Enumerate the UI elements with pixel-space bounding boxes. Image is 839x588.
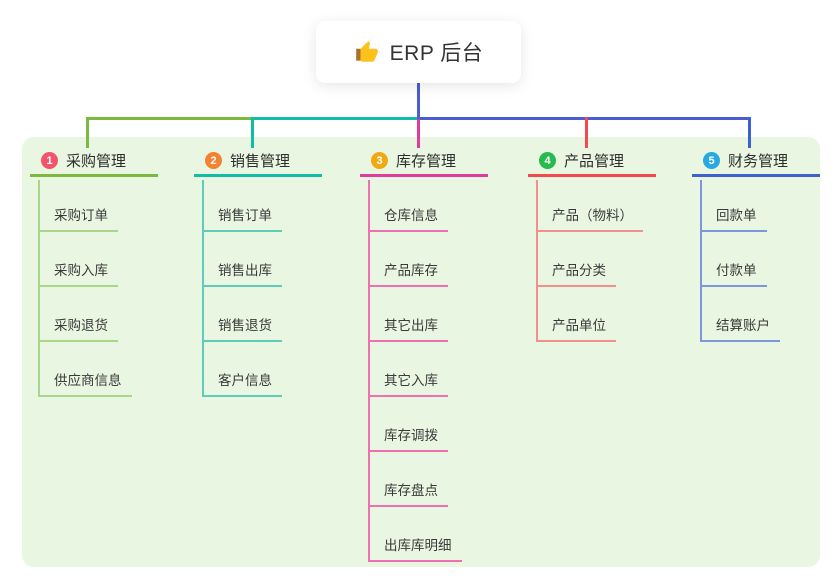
branch-spine-line xyxy=(368,180,370,561)
leaf-node[interactable]: 其它出库 xyxy=(368,317,448,342)
leaf-node[interactable]: 销售出库 xyxy=(202,262,282,287)
branch-spine-line xyxy=(202,180,204,396)
branch-node-label: 采购管理 xyxy=(66,153,127,170)
connector-drop-product xyxy=(585,117,588,148)
connector-drop-sales xyxy=(251,117,254,148)
leaf-node[interactable]: 产品库存 xyxy=(368,262,448,287)
branch-node-label: 库存管理 xyxy=(396,153,457,170)
connector-drop-inventory xyxy=(417,119,420,148)
number-badge: 3 xyxy=(371,152,388,169)
leaf-node[interactable]: 结算账户 xyxy=(700,317,780,342)
leaf-node[interactable]: 产品（物料） xyxy=(536,207,643,232)
number-badge: 1 xyxy=(41,152,58,169)
branch-spine-line xyxy=(536,180,538,341)
number-badge: 5 xyxy=(703,152,720,169)
branch-spine-line xyxy=(38,180,40,396)
branch-node-label: 财务管理 xyxy=(728,153,789,170)
number-badge: 2 xyxy=(205,152,222,169)
leaf-node[interactable]: 仓库信息 xyxy=(368,207,448,232)
branch-column-purchase: 1 采购管理 采购订单 采购入库 采购退货 供应商信息 xyxy=(30,147,180,397)
branch-column-finance: 5 财务管理 回款单 付款单 结算账户 xyxy=(692,147,839,342)
thumbs-up-icon xyxy=(354,39,380,65)
branch-node-purchase[interactable]: 1 采购管理 xyxy=(30,147,158,177)
leaf-node[interactable]: 客户信息 xyxy=(202,372,282,397)
connector-bus-sales xyxy=(251,117,418,120)
connector-bus-right xyxy=(417,117,750,120)
leaf-node[interactable]: 库存调拨 xyxy=(368,427,448,452)
leaf-node[interactable]: 库存盘点 xyxy=(368,482,448,507)
connector-root xyxy=(417,83,420,118)
branch-node-inventory[interactable]: 3 库存管理 xyxy=(360,147,488,177)
leaf-node[interactable]: 采购退货 xyxy=(38,317,118,342)
connector-drop-purchase xyxy=(86,117,89,148)
root-node[interactable]: ERP 后台 xyxy=(316,21,521,83)
branch-node-finance[interactable]: 5 财务管理 xyxy=(692,147,820,177)
connector-bus-purchase xyxy=(86,117,253,120)
leaf-node[interactable]: 产品分类 xyxy=(536,262,616,287)
leaf-node[interactable]: 供应商信息 xyxy=(38,372,132,397)
branch-node-product[interactable]: 4 产品管理 xyxy=(528,147,656,177)
branch-node-sales[interactable]: 2 销售管理 xyxy=(194,147,322,177)
branch-column-product: 4 产品管理 产品（物料） 产品分类 产品单位 xyxy=(528,147,678,342)
connector-drop-finance xyxy=(748,117,751,148)
leaf-node[interactable]: 采购订单 xyxy=(38,207,118,232)
branch-spine-line xyxy=(700,180,702,341)
number-badge: 4 xyxy=(539,152,556,169)
branch-node-label: 销售管理 xyxy=(230,153,291,170)
branch-node-label: 产品管理 xyxy=(564,153,625,170)
branches-panel xyxy=(22,137,820,567)
leaf-node[interactable]: 销售退货 xyxy=(202,317,282,342)
branch-column-sales: 2 销售管理 销售订单 销售出库 销售退货 客户信息 xyxy=(194,147,344,397)
root-node-title: ERP 后台 xyxy=(389,42,484,65)
leaf-node[interactable]: 出库库明细 xyxy=(368,537,462,562)
leaf-node[interactable]: 销售订单 xyxy=(202,207,282,232)
branch-column-inventory: 3 库存管理 仓库信息 产品库存 其它出库 其它入库 库存调拨 库存盘点 出库库… xyxy=(360,147,510,562)
leaf-node[interactable]: 产品单位 xyxy=(536,317,616,342)
leaf-node[interactable]: 其它入库 xyxy=(368,372,448,397)
leaf-node[interactable]: 回款单 xyxy=(700,207,767,232)
leaf-node[interactable]: 付款单 xyxy=(700,262,767,287)
leaf-node[interactable]: 采购入库 xyxy=(38,262,118,287)
